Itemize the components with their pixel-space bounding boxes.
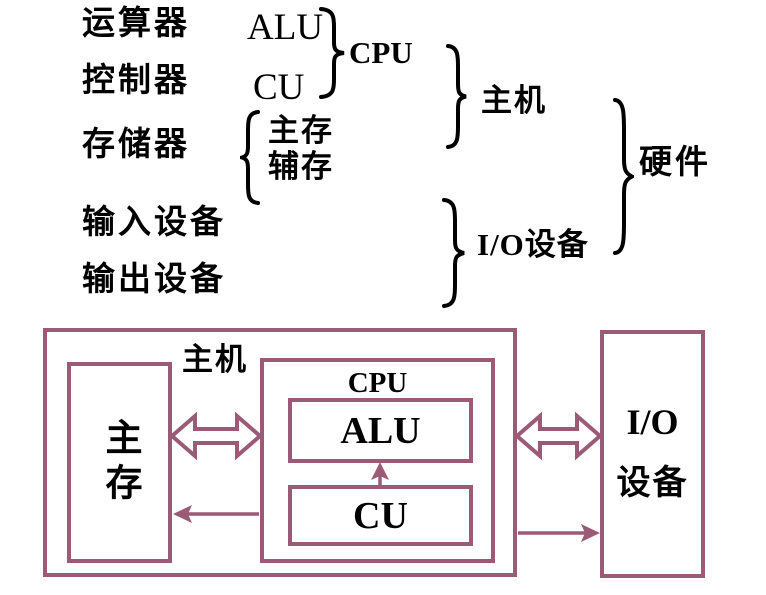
label-aux-storage: 辅存	[268, 149, 334, 184]
label-hardware-group: 硬件	[639, 145, 711, 181]
label-arithmetic-unit: 运算器	[82, 6, 190, 42]
label-cpu-group: CPU	[349, 35, 413, 70]
label-control-unit: 控制器	[82, 63, 190, 99]
host-brace	[446, 44, 467, 149]
alu-box-label: ALU	[340, 409, 421, 452]
label-host-group: 主机	[481, 83, 547, 118]
cu-box-label: CU	[353, 494, 408, 537]
label-io-group: I/O设备	[477, 227, 589, 262]
host-box-label: 主机	[182, 342, 248, 377]
label-cu-abbr: CU	[253, 67, 305, 108]
cu-box: CU	[288, 485, 473, 546]
io-box-label-line2: 设备	[616, 465, 689, 502]
label-input-device: 输入设备	[82, 205, 226, 241]
storage-brace	[240, 110, 260, 205]
cpu-brace	[319, 7, 345, 99]
io-box: I/O 设备	[600, 330, 705, 578]
label-alu-abbr: ALU	[247, 7, 324, 48]
host-to-io-arrow	[518, 524, 600, 542]
host-io-double-arrow	[513, 411, 604, 461]
label-memory: 存储器	[82, 127, 190, 163]
alu-box: ALU	[288, 398, 473, 463]
cpu-box-label: CPU	[347, 367, 408, 399]
label-output-device: 输出设备	[82, 262, 226, 298]
main-memory-label: 主存	[99, 417, 140, 508]
io-box-label-line1: I/O	[626, 402, 679, 442]
main-memory-box: 主存	[67, 362, 172, 563]
label-main-storage: 主存	[268, 113, 334, 148]
hardware-brace	[613, 98, 634, 255]
io-brace	[442, 198, 465, 308]
